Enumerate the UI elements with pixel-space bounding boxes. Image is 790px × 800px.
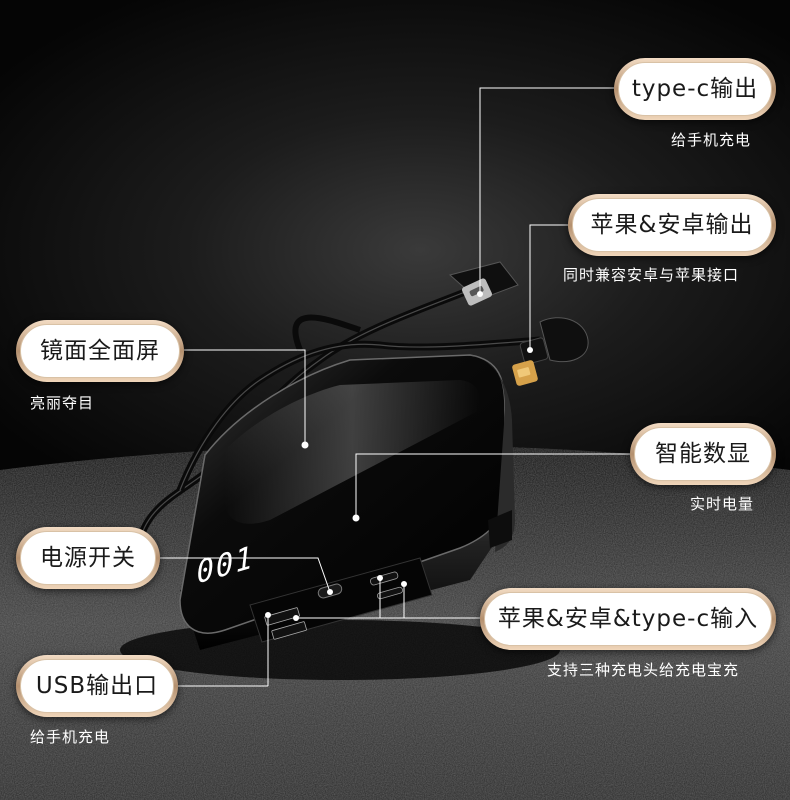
callout-smart-display: 智能数显 xyxy=(630,423,776,485)
callout-type-c-output: type-c输出 xyxy=(614,58,776,120)
type-c-connector xyxy=(448,261,519,306)
leader-display xyxy=(355,453,630,518)
lightning-connector xyxy=(512,317,589,386)
callout-input-ports-subtitle: 支持三种充电头给充电宝充 xyxy=(547,661,740,679)
callout-mirror-screen-subtitle: 亮丽夺目 xyxy=(30,394,95,412)
callout-lightning-output-subtitle: 同时兼容安卓与苹果接口 xyxy=(563,266,740,284)
leader-lines xyxy=(160,87,630,687)
leader-lightning xyxy=(529,224,568,350)
input-port-1 xyxy=(370,571,399,586)
callout-usb-output-title: USB输出口 xyxy=(20,659,174,713)
callout-smart-display-title: 智能数显 xyxy=(634,427,772,481)
usb-port-2 xyxy=(271,621,307,640)
callout-power-switch-title: 电源开关 xyxy=(20,531,156,585)
input-port-2 xyxy=(376,586,404,600)
leader-type-c xyxy=(479,87,614,294)
callout-usb-output: USB输出口 xyxy=(16,655,178,717)
callout-type-c-output-subtitle: 给手机充电 xyxy=(671,131,752,149)
usb-port-1 xyxy=(264,607,300,626)
callout-lightning-output-title: 苹果&安卓输出 xyxy=(572,198,772,252)
callout-smart-display-subtitle: 实时电量 xyxy=(690,495,755,513)
leader-switch xyxy=(160,557,331,593)
callout-input-ports: 苹果&安卓&type-c输入 xyxy=(480,588,776,650)
leader-mirror xyxy=(184,349,306,445)
callout-lightning-output: 苹果&安卓输出 xyxy=(568,194,776,256)
callout-power-switch: 电源开关 xyxy=(16,527,160,589)
leader-dots xyxy=(265,291,533,621)
callout-mirror-screen-title: 镜面全面屏 xyxy=(20,324,180,378)
callout-type-c-output-title: type-c输出 xyxy=(618,62,772,116)
mirror-screen-shine xyxy=(224,380,481,524)
callout-input-ports-title: 苹果&安卓&type-c输入 xyxy=(484,592,772,646)
callout-mirror-screen: 镜面全面屏 xyxy=(16,320,184,382)
callout-usb-output-subtitle: 给手机充电 xyxy=(30,728,111,746)
